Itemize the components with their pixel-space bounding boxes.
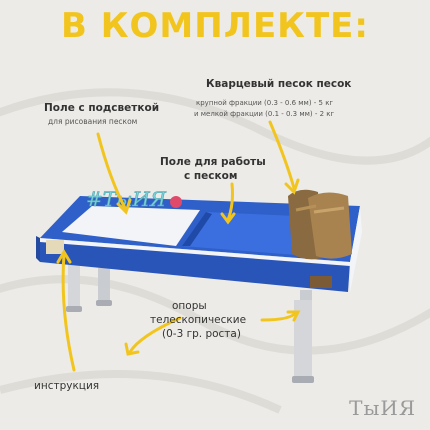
light-field: [62, 206, 200, 246]
sand-background: [0, 88, 430, 414]
sand-coarse-text: крупной фракции (0.3 - 0.6 мм) - 5 кг: [196, 99, 334, 107]
supports-title-line2: телескопические: [150, 314, 247, 326]
heart-icon: [170, 196, 182, 208]
supports-range: (0-3 гр. роста): [162, 328, 241, 340]
brand-logo: ТыИЯ: [349, 396, 416, 420]
work-field-title-line1: Поле для работы: [160, 156, 266, 168]
page-title: В КОМПЛЕКТЕ:: [60, 6, 369, 46]
supports-title-line1: опоры: [172, 300, 207, 312]
callout-arrows: [56, 120, 301, 372]
sand-fine-text: и мелкой фракции (0.1 - 0.3 мм) - 2 кг: [194, 110, 335, 118]
sand-bags: [288, 189, 352, 260]
light-field-title: Поле с подсветкой: [44, 102, 160, 114]
work-field-title-line2: с песком: [184, 170, 238, 182]
sand-table: [36, 196, 362, 292]
light-field-subtitle: для рисования песком: [48, 117, 138, 126]
sand-title: Кварцевый песок песок: [206, 78, 352, 90]
instruction-label: инструкция: [34, 380, 100, 392]
